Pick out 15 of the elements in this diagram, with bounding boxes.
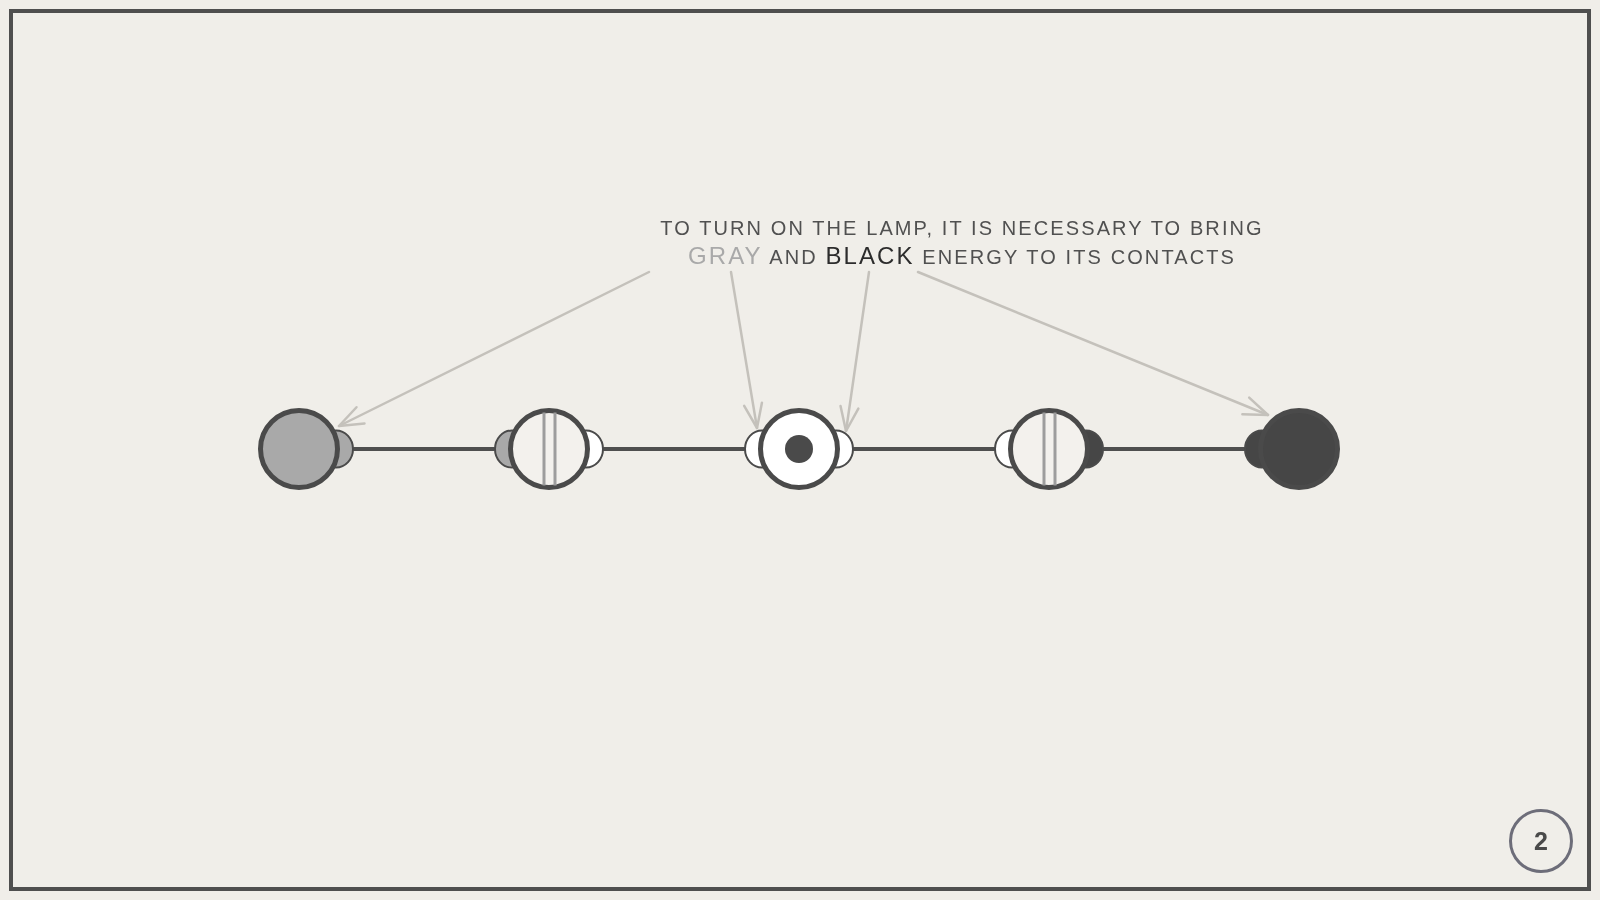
arrow bbox=[729, 270, 764, 430]
connector-line bbox=[352, 447, 496, 451]
instruction-text: TO TURN ON THE LAMP, IT IS NECESSARY TO BRING GRAY AND BLACK ENERGY TO ITS CONTACTS bbox=[640, 215, 1284, 271]
arrow bbox=[839, 270, 871, 433]
energy-source-circle bbox=[1244, 408, 1340, 490]
connector-line bbox=[1102, 447, 1246, 451]
energy-source-circle bbox=[258, 408, 354, 490]
striped-circle bbox=[994, 408, 1104, 490]
connector-line bbox=[852, 447, 996, 451]
lamp-symbol bbox=[744, 408, 854, 490]
arrow bbox=[337, 270, 651, 428]
arrow bbox=[916, 270, 1270, 417]
page-number: 2 bbox=[1509, 809, 1573, 873]
striped-circle bbox=[494, 408, 604, 490]
connector-line bbox=[602, 447, 746, 451]
